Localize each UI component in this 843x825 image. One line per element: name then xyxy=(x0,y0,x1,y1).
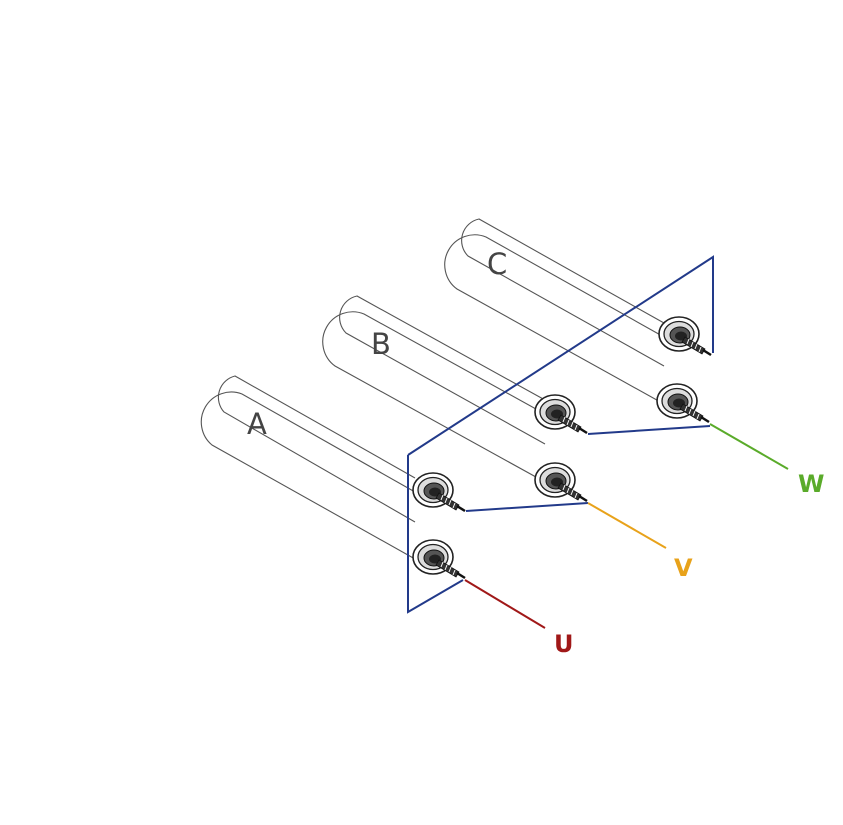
terminal-c2-icon xyxy=(655,382,711,424)
heating-element-c: C xyxy=(444,218,713,424)
heating-element-a: A xyxy=(200,375,467,580)
phase-label-v: V xyxy=(674,554,693,582)
terminal-b1-icon xyxy=(533,393,589,435)
bus-link-a-bottom xyxy=(407,455,464,614)
element-label-b: B xyxy=(371,327,391,361)
phase-lead-u xyxy=(464,579,546,629)
heating-element-b: B xyxy=(322,295,589,503)
phase-label-w: W xyxy=(798,470,824,498)
phase-lead-w xyxy=(709,423,789,470)
terminal-c1-icon xyxy=(657,315,713,357)
phase-lead-v xyxy=(587,502,667,549)
bus-link-a-to-c xyxy=(407,255,714,456)
terminal-a1-icon xyxy=(411,471,467,513)
delta-bus-wiring xyxy=(407,255,714,614)
bus-link-b-to-c xyxy=(587,425,711,435)
phase-leads xyxy=(464,423,789,629)
phase-label-u: U xyxy=(554,630,574,658)
element-label-a: A xyxy=(247,407,267,441)
element-label-c: C xyxy=(487,247,507,281)
terminal-a2-icon xyxy=(411,538,467,580)
terminal-b2-icon xyxy=(533,461,589,503)
bus-link-a-to-b xyxy=(465,502,589,512)
